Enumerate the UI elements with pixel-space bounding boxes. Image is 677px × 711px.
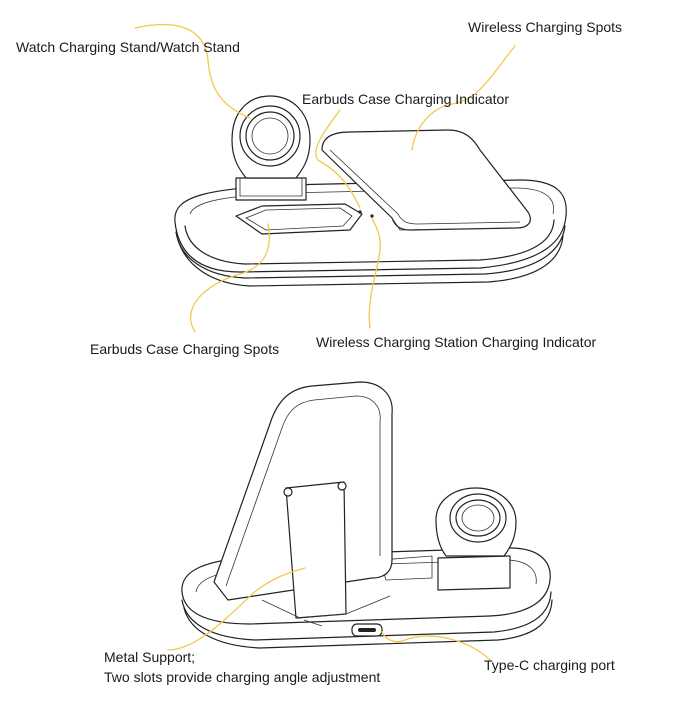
label-metal-support: Metal Support;: [104, 649, 196, 665]
leader-wireless-spots: [411, 45, 516, 151]
bottom-charger-illustration: [181, 381, 553, 649]
label-type-c-port: Type-C charging port: [484, 657, 615, 673]
label-metal-support-detail: Two slots provide charging angle adjustm…: [104, 669, 381, 685]
leader-watch-stand: [134, 23, 251, 119]
leader-type-c: [381, 631, 491, 661]
leader-earbuds-indicator: [315, 109, 361, 209]
label-watch-stand: Watch Charging Stand/Watch Stand: [16, 39, 240, 55]
top-charger-illustration: [174, 95, 567, 287]
label-station-indicator: Wireless Charging Station Charging Indic…: [316, 334, 597, 350]
label-earbuds-indicator: Earbuds Case Charging Indicator: [302, 91, 510, 107]
leader-earbuds-spots: [189, 223, 270, 333]
label-wireless-spots: Wireless Charging Spots: [468, 19, 623, 35]
leader-metal-support: [167, 567, 306, 651]
label-earbuds-spots: Earbuds Case Charging Spots: [90, 341, 280, 357]
leader-station-indicator: [368, 217, 381, 329]
